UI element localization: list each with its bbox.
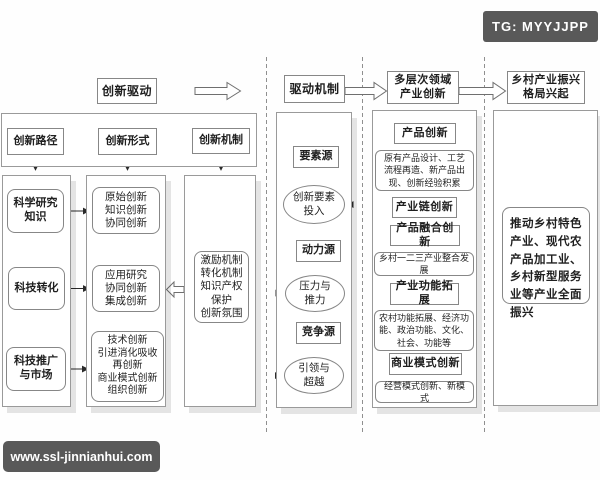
node-applied-research: 应用研究 协同创新 集成创新 bbox=[92, 265, 160, 312]
header-innovation-form: 创新形式 bbox=[98, 128, 157, 155]
oval-pressure-push: 压力与 推力 bbox=[285, 275, 345, 312]
node-tech-innovation-list: 技术创新 引进消化吸收 再创新 商业模式创新 组织创新 bbox=[91, 331, 164, 402]
node-science-research: 科学研究 知识 bbox=[7, 189, 64, 233]
oval-lead-surpass: 引领与 超越 bbox=[284, 357, 344, 394]
arrow-stage3-to-stage4 bbox=[458, 81, 507, 101]
oval-innovation-factor-input: 创新要素 投入 bbox=[283, 185, 345, 224]
label-product-innovation: 产品创新 bbox=[394, 123, 456, 144]
header-innovation-mechanism: 创新机制 bbox=[192, 128, 250, 154]
stage4-title-box: 乡村产业振兴 格局兴起 bbox=[507, 71, 585, 104]
label-factor-source: 要素源 bbox=[293, 146, 339, 168]
desc-industry-function: 农村功能拓展、经济功能、政治功能、文化、社会、功能等 bbox=[374, 310, 474, 351]
label-business-model-innovation: 商业模式创新 bbox=[389, 353, 462, 375]
arrow-stage1-to-stage2 bbox=[194, 81, 242, 101]
label-industry-function-expand: 产业功能拓展 bbox=[390, 280, 459, 306]
node-original-innovation: 原始创新 知识创新 协同创新 bbox=[92, 187, 160, 234]
node-tech-transform: 科技转化 bbox=[8, 267, 65, 310]
label-industry-chain-innovation: 产业链创新 bbox=[392, 197, 457, 218]
stage2-title-box: 驱动机制 bbox=[284, 75, 345, 103]
stage3-title-box: 多层次领域 产业创新 bbox=[387, 71, 459, 104]
watermark-website: www.ssl-jinnianhui.com bbox=[3, 441, 160, 472]
revitalization-result-text: 推动乡村特色产业、现代农产品加工业、乡村新型服务业等产业全面振兴 bbox=[510, 218, 582, 320]
desc-business-model: 经营模式创新、新模式 bbox=[375, 381, 474, 403]
label-competition-source: 竞争源 bbox=[296, 322, 341, 344]
header-innovation-path: 创新路径 bbox=[7, 128, 64, 155]
watermark-telegram: TG: MYYJJPP bbox=[483, 11, 598, 42]
node-incentive-mechanism: 激励机制 转化机制 知识产权 保护 创新氛围 bbox=[194, 251, 249, 323]
arrow-mechanism-to-forms bbox=[165, 280, 185, 299]
label-power-source: 动力源 bbox=[296, 240, 341, 262]
arrow-stage2-to-stage3 bbox=[344, 81, 388, 101]
desc-product-innovation: 原有产品设计、工艺流程再造、新产品出现、创新经验积累 bbox=[375, 150, 474, 191]
desc-product-fusion: 乡村一二三产业整合发展 bbox=[374, 252, 474, 276]
node-tech-promotion: 科技推广 与市场 bbox=[6, 347, 66, 391]
label-product-fusion-innovation: 产品融合创新 bbox=[390, 222, 460, 248]
stage1-title-box: 创新驱动 bbox=[97, 78, 157, 104]
node-revitalization-result: 推动乡村特色产业、现代农产品加工业、乡村新型服务业等产业全面振兴 bbox=[502, 207, 590, 319]
